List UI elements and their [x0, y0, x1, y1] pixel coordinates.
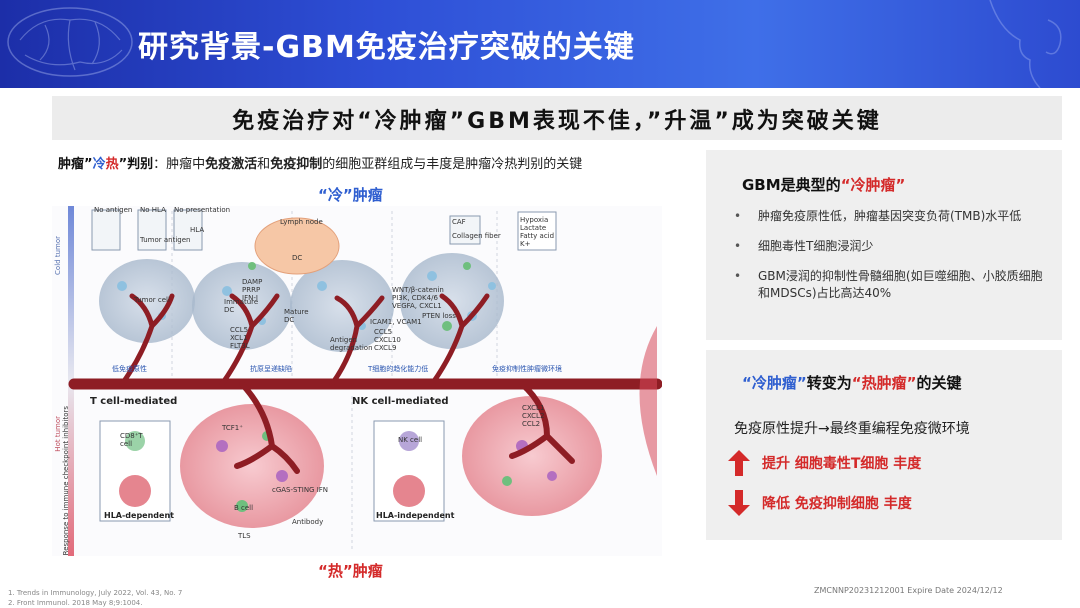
fig-t-mediated: T cell-mediated: [90, 396, 178, 407]
list-item: 细胞毒性T细胞浸润少: [734, 238, 1052, 255]
fig-immature-dc: Immature DC: [224, 298, 259, 314]
face-profile-icon: [989, 0, 1062, 88]
fig-no-presentation: No presentation: [174, 206, 231, 214]
cold-tumor-title: “冷”肿瘤: [318, 184, 383, 205]
subtitle-bar: 免疫治疗对“冷肿瘤”GBM表现不佳，”升温”成为突破关键: [52, 96, 1062, 140]
fig-pten: PTEN loss: [422, 312, 456, 320]
panel2-title-b: 转变为: [806, 374, 852, 392]
judgment-quote: ”: [84, 157, 93, 172]
fig-tls: TLS: [238, 532, 251, 540]
list-item: 肿瘤免疫原性低，肿瘤基因突变负荷(TMB)水平低: [734, 208, 1052, 225]
hot-quote: “热”: [318, 562, 353, 580]
header-banner: 研究背景-GBM免疫治疗突破的关键: [0, 0, 1080, 88]
fig-dc: DC: [292, 254, 303, 262]
hot-rest: 肿瘤: [352, 562, 383, 580]
fig-hla-dependent: HLA-dependent: [104, 511, 174, 520]
cold-rest: 肿瘤: [352, 186, 383, 204]
fig-cxcl1: CXCL1 CXCL2 CCL2: [522, 404, 545, 428]
arrow-up-icon: [728, 450, 750, 476]
judgment-hot: 热: [105, 157, 119, 172]
panel2-title-a: “冷肿瘤”: [742, 374, 807, 392]
panel1-list: 肿瘤免疫原性低，肿瘤基因突变负荷(TMB)水平低 细胞毒性T细胞浸润少 GBM浸…: [734, 208, 1052, 315]
reference-item: 1. Trends in Immunology, July 2022, Vol.…: [8, 589, 183, 597]
figure-illustration: [68, 206, 662, 556]
judgment-prefix: 肿瘤: [58, 157, 85, 172]
fig-icam: ICAM1, VCAM1: [370, 318, 422, 326]
decrease-text: 降低 免疫抑制细胞 丰度: [762, 496, 912, 512]
fig-antigen-deg: Antigen degradation: [330, 336, 373, 352]
fig-antibody: Antibody: [292, 518, 324, 526]
fig-collagen: Collagen fiber: [452, 232, 501, 240]
fig-hla: HLA: [190, 226, 205, 234]
panel1-title-b: “冷肿瘤”: [840, 176, 906, 194]
fig-cap-antigen: 抗原呈递缺陷: [250, 365, 292, 373]
footer-code: ZMCNNP20231212001 Expire Date 2024/12/12: [814, 586, 1003, 595]
fig-ccl5: CCL5 XCL1 FLT3L: [230, 326, 250, 350]
brain-icon: [7, 7, 133, 77]
fig-damp: DAMP PRRP IFN-I: [242, 278, 263, 302]
judgment-suppression: 免疫抑制: [270, 157, 323, 172]
gbm-cold-tumor-panel: GBM是典型的“冷肿瘤” 肿瘤免疫原性低，肿瘤基因突变负荷(TMB)水平低 细胞…: [706, 150, 1062, 340]
fig-side-cold: Cold tumor: [54, 236, 62, 275]
page-title: 研究背景-GBM免疫治疗突破的关键: [138, 30, 635, 65]
fig-cxcl: CCL5 CXCL10 CXCL9: [374, 328, 401, 352]
decrease-row: 降低 免疫抑制细胞 丰度: [728, 490, 912, 516]
fig-nk-mediated: NK cell-mediated: [352, 396, 449, 407]
fig-cap-low-immuno: 低免疫原性: [112, 365, 147, 373]
fig-hla-independent: HLA-independent: [376, 511, 455, 520]
cold-to-hot-panel: “冷肿瘤”转变为“热肿瘤”的关键 免疫原性提升→最终重编程免疫微环境 提升 细胞…: [706, 350, 1062, 540]
judgment-and: 和: [257, 157, 271, 172]
judgment-cold: 冷: [92, 157, 106, 172]
list-item: GBM浸润的抑制性骨髓细胞(如巨噬细胞、小胶质细胞和MDSCs)占比高达40%: [734, 268, 1052, 302]
cold-quote: “冷”: [318, 186, 353, 204]
fig-cd8: CD8⁺T cell: [120, 432, 143, 448]
fig-tcf1: TCF1⁺: [222, 424, 243, 432]
panel2-subtitle: 免疫原性提升→最终重编程免疫微环境: [734, 421, 970, 437]
fig-cgas: cGAS-STING IFN: [272, 486, 329, 494]
panel2-title: “冷肿瘤”转变为“热肿瘤”的关键: [742, 372, 961, 393]
tumor-judgment-line: 肿瘤”冷热”判别：肿瘤中免疫激活和免疫抑制的细胞亚群组成与丰度是肿瘤冷热判别的关…: [58, 153, 582, 172]
judgment-label: ”判别: [118, 157, 154, 172]
judgment-activation: 免疫激活: [205, 157, 258, 172]
fig-cap-suppress: 免疫抑制性肿瘤微环境: [492, 365, 562, 373]
fig-no-antigen: No antigen: [94, 206, 133, 214]
fig-lymph-node: Lymph node: [280, 218, 323, 226]
fig-caf: CAF: [452, 218, 466, 226]
panel1-title: GBM是典型的“冷肿瘤”: [742, 174, 905, 195]
increase-text: 提升 细胞毒性T细胞 丰度: [762, 456, 922, 472]
fig-cap-tcell: T细胞的趋化能力低: [368, 365, 429, 373]
hot-tumor-title: “热”肿瘤: [318, 560, 383, 581]
reference-item: 2. Front Immunol. 2018 May 8;9:1004.: [8, 599, 143, 607]
fig-tumor-cell: Tumor cell: [134, 296, 170, 304]
fig-tumor-antigen: Tumor antigen: [140, 236, 191, 244]
fig-no-hla: No HLA: [140, 206, 166, 214]
cold-hot-tumor-figure: Cold tumor Hot tumor Response to immune …: [52, 206, 662, 556]
fig-wnt: WNT/β-catenin PI3K, CDK4/6 VEGFA, CXCL1: [392, 286, 444, 310]
fig-b-cell: B cell: [234, 504, 254, 512]
panel2-title-c: “热肿瘤”: [851, 374, 917, 392]
judgment-text-b: 的细胞亚群组成与丰度是肿瘤冷热判别的关键: [322, 157, 583, 172]
fig-hypoxia: Hypoxia Lactate Fatty acid K+: [520, 216, 555, 248]
subtitle-text: 免疫治疗对“冷肿瘤”GBM表现不佳，”升温”成为突破关键: [232, 109, 882, 134]
panel2-title-d: 的关键: [916, 374, 962, 392]
fig-side-hot: Hot tumor: [54, 416, 62, 452]
fig-mature-dc: Mature DC: [284, 308, 309, 324]
arrow-down-icon: [728, 490, 750, 516]
fig-nk-cell: NK cell: [398, 436, 423, 444]
fig-side-response: Response to immune checkpoint inhibitors: [62, 406, 70, 556]
panel1-title-a: GBM是典型的: [742, 176, 841, 194]
judgment-text-a: ：肿瘤中: [153, 157, 206, 172]
references: 1. Trends in Immunology, July 2022, Vol.…: [8, 588, 182, 608]
increase-row: 提升 细胞毒性T细胞 丰度: [728, 450, 921, 476]
